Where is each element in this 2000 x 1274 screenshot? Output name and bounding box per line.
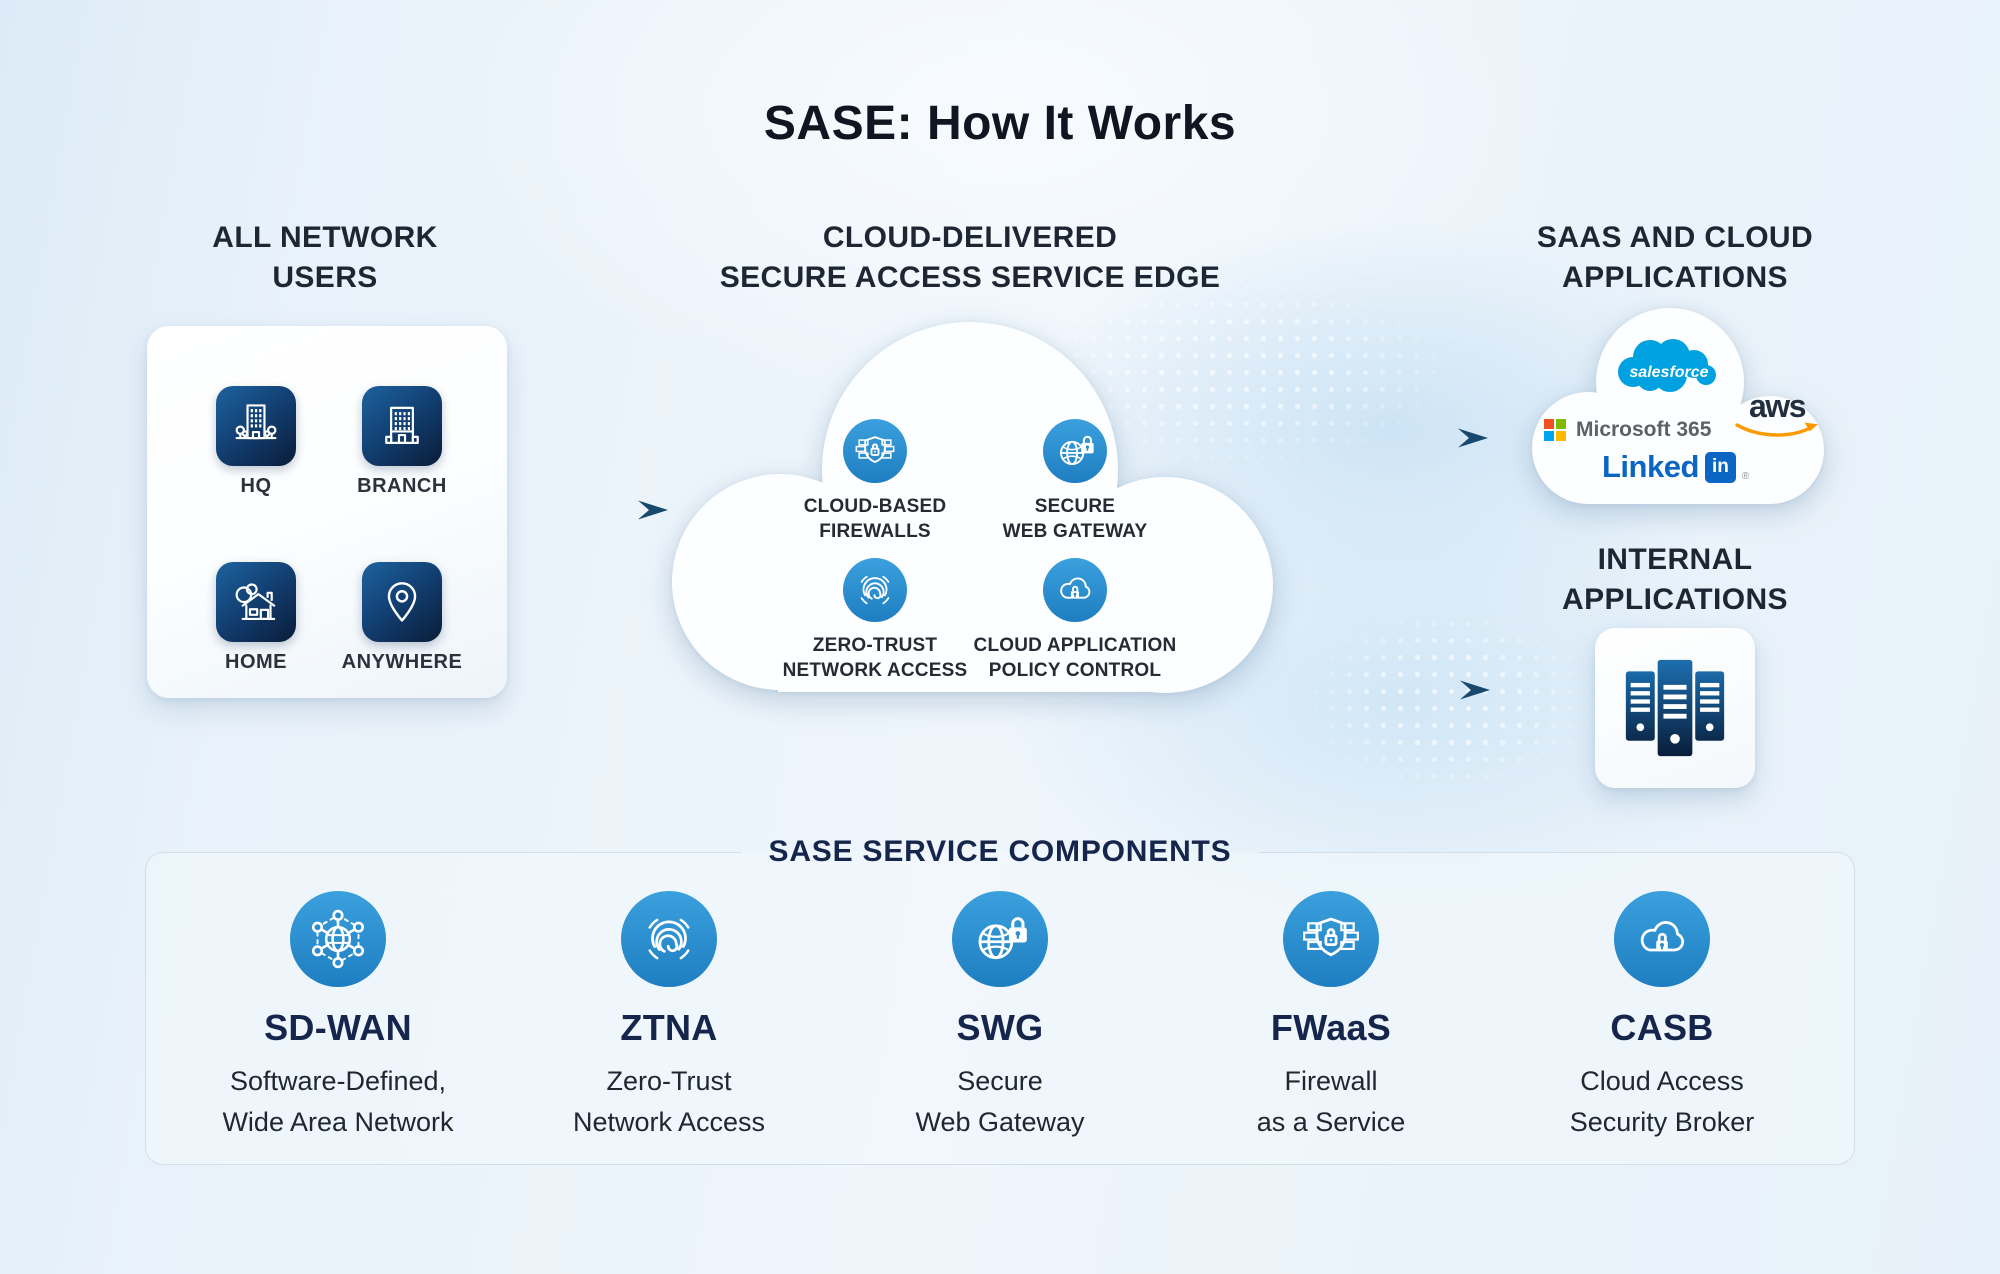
- user-item-branch: BRANCH: [337, 386, 467, 522]
- arrow-right-icon: [1250, 428, 1488, 448]
- salesforce-logo: salesforce: [1618, 339, 1716, 392]
- user-item-label: ANYWHERE: [341, 651, 463, 673]
- internal-heading: INTERNAL APPLICATIONS: [1562, 543, 1788, 617]
- component-sdwan: SD-WAN Software-Defined,Wide Area Networ…: [178, 891, 498, 1142]
- globe-lock-icon: [952, 891, 1048, 987]
- user-item-label: BRANCH: [357, 475, 447, 497]
- users-heading: ALL NETWORK USERS: [212, 221, 438, 295]
- components-heading: SASE SERVICE COMPONENTS: [768, 835, 1232, 868]
- firewall-shield-icon: [1283, 891, 1379, 987]
- fingerprint-icon: [621, 891, 717, 987]
- page-title: SASE: How It Works: [763, 97, 1237, 150]
- globe-lock-icon: [1043, 419, 1107, 483]
- microsoft-365-logo: Microsoft 365: [1544, 418, 1711, 442]
- server-rack-icon: [1622, 652, 1728, 764]
- user-item-label: HOME: [225, 651, 287, 673]
- firewall-shield-icon: [843, 419, 907, 483]
- user-item-label: HQ: [240, 475, 272, 497]
- arrow-right-icon: [1250, 680, 1490, 700]
- cloud-lock-icon: [1043, 558, 1107, 622]
- component-desc: Software-Defined,Wide Area Network: [222, 1066, 454, 1137]
- component-acronym: FWaaS: [1270, 1007, 1392, 1048]
- aws-logo: aws: [1734, 390, 1820, 447]
- sase-heading: CLOUD-DELIVERED SECURE ACCESS SERVICE ED…: [719, 221, 1221, 295]
- hq-building-icon: [216, 386, 296, 466]
- microsoft-squares-icon: [1544, 419, 1566, 441]
- linkedin-in-icon: in: [1704, 451, 1736, 483]
- aws-smile-icon: [1735, 422, 1818, 437]
- component-acronym: SWG: [956, 1007, 1044, 1048]
- components-panel: SASE SERVICE COMPONENTS SD-WAN Software-…: [145, 835, 1855, 1165]
- svg-text:salesforce: salesforce: [1629, 364, 1708, 381]
- cloud-lock-icon: [1614, 891, 1710, 987]
- component-acronym: CASB: [1610, 1007, 1714, 1048]
- component-acronym: ZTNA: [620, 1007, 718, 1048]
- branch-building-icon: [362, 386, 442, 466]
- user-item-home: HOME: [191, 562, 321, 698]
- arrow-right-icon: [498, 500, 668, 520]
- component-acronym: SD-WAN: [264, 1007, 412, 1048]
- fingerprint-icon: [843, 558, 907, 622]
- user-item-hq: HQ: [191, 386, 321, 522]
- halftone-dots-pattern: [1290, 598, 1610, 803]
- network-users-card: HQ BRANCH HOME ANYWHERE: [147, 326, 507, 698]
- location-pin-icon: [362, 562, 442, 642]
- linkedin-logo: Linked in ®: [1602, 449, 1750, 484]
- saas-heading: SAAS AND CLOUD APPLICATIONS: [1536, 221, 1814, 295]
- components-row: SD-WAN Software-Defined,Wide Area Networ…: [176, 869, 1824, 1142]
- user-item-anywhere: ANYWHERE: [337, 562, 467, 698]
- internal-apps-card: [1595, 628, 1755, 788]
- mesh-network-icon: [290, 891, 386, 987]
- home-icon: [216, 562, 296, 642]
